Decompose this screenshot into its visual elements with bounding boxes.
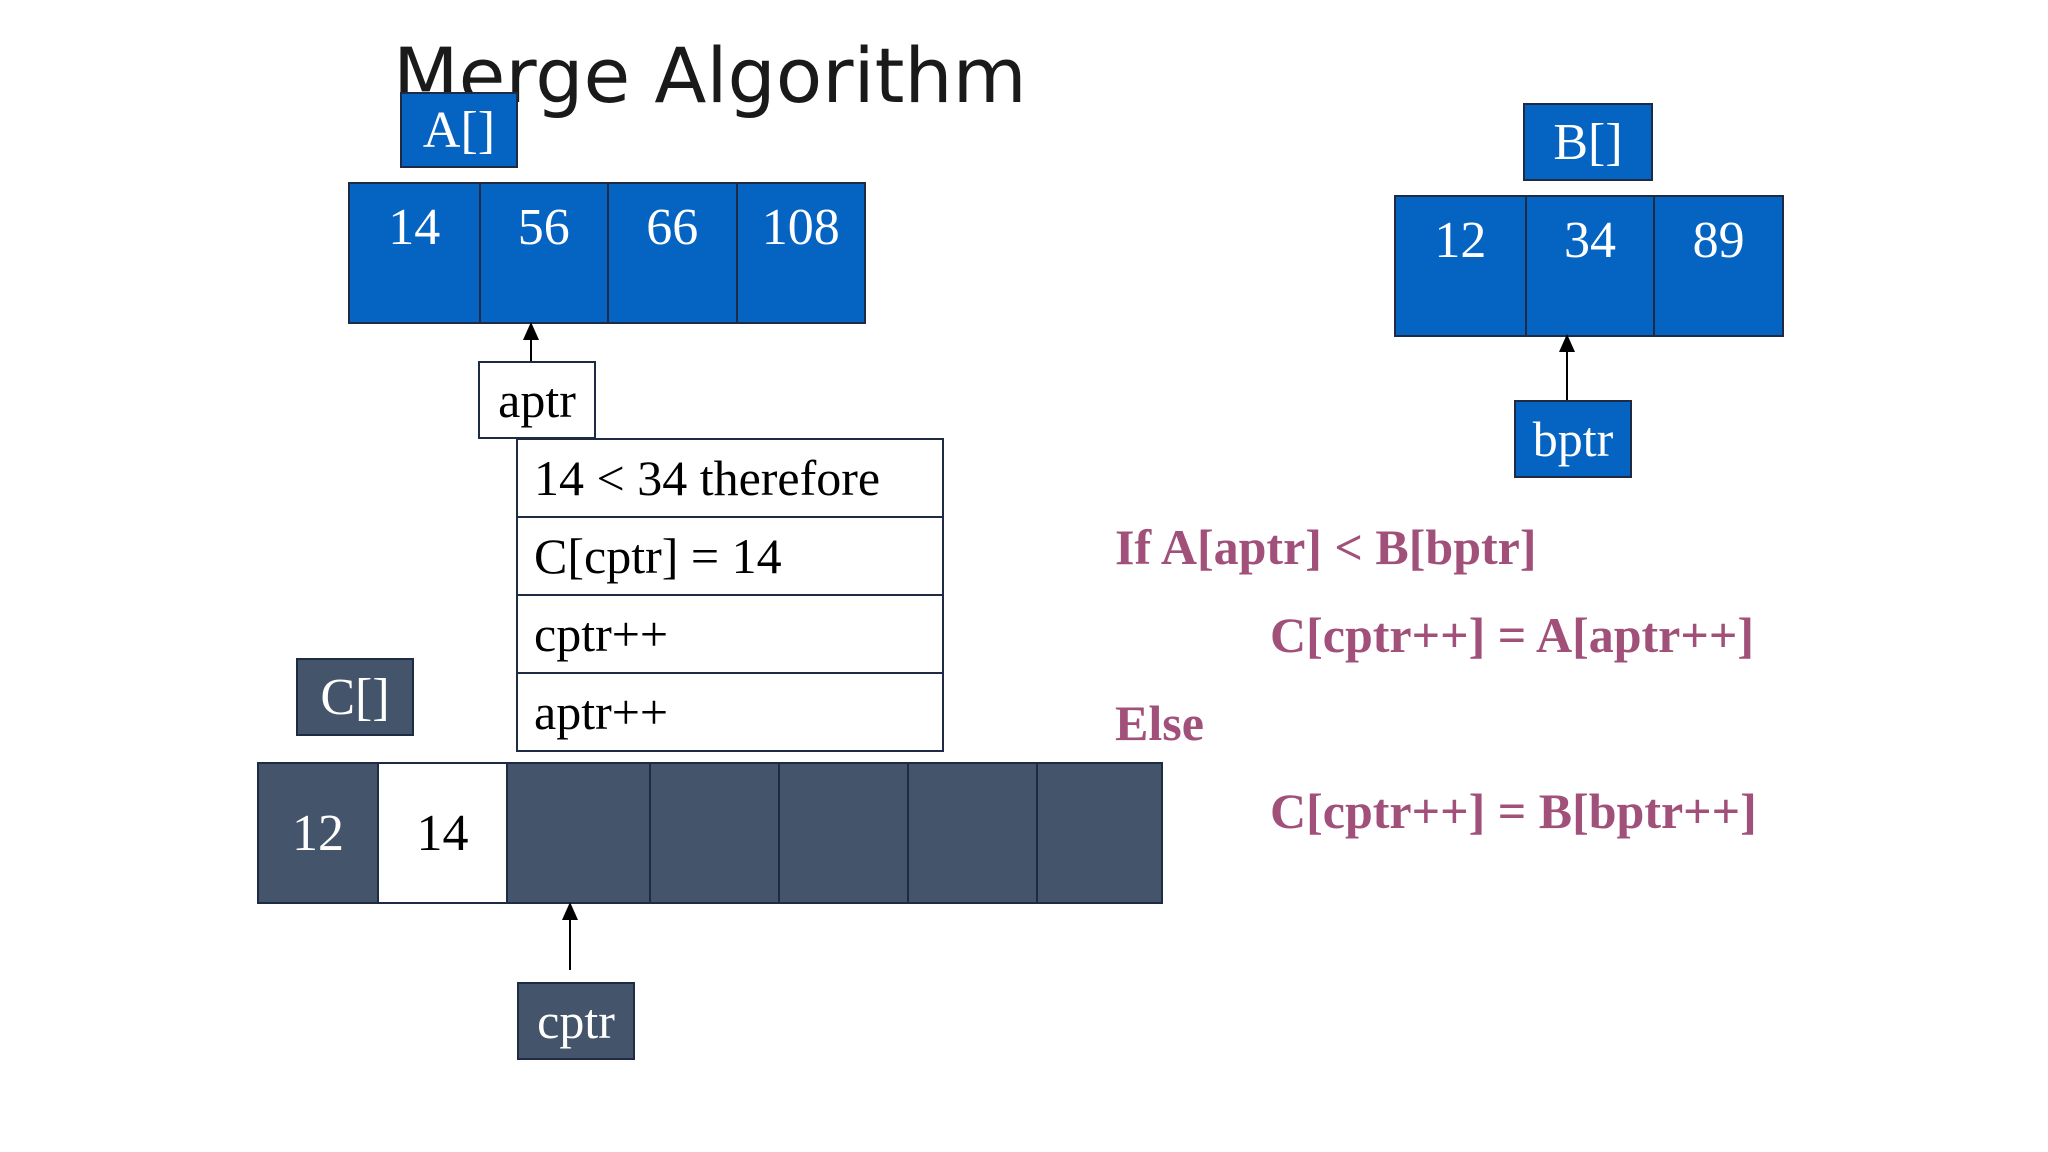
array-b-cell: 34: [1524, 197, 1654, 335]
array-c: 12 14: [257, 762, 1163, 904]
code-line-assign-a: C[cptr++] = A[aptr++]: [1270, 607, 1755, 663]
array-c-cell: [649, 764, 778, 902]
array-a-cell: 14: [350, 184, 479, 322]
array-a-cell: 66: [607, 184, 736, 322]
step-row: cptr++: [518, 596, 942, 674]
bptr-box: bptr: [1514, 400, 1632, 478]
array-b: 12 34 89: [1394, 195, 1784, 337]
aptr-box: aptr: [478, 361, 596, 439]
array-c-cell: [907, 764, 1036, 902]
array-b-cell: 12: [1396, 197, 1525, 335]
array-b-label: B[]: [1523, 103, 1653, 181]
code-line-if: If A[aptr] < B[bptr]: [1115, 519, 1537, 575]
array-a: 14 56 66 108: [348, 182, 866, 324]
array-c-cell: [506, 764, 649, 902]
array-a-label: A[]: [400, 92, 518, 168]
array-c-cell-current: 14: [377, 764, 506, 902]
code-line-assign-b: C[cptr++] = B[bptr++]: [1270, 783, 1757, 839]
array-c-cell: 12: [259, 764, 377, 902]
cptr-box: cptr: [517, 982, 635, 1060]
step-list: 14 < 34 therefore C[cptr] = 14 cptr++ ap…: [516, 438, 944, 752]
step-row: aptr++: [518, 674, 942, 752]
array-c-cell: [1036, 764, 1161, 902]
step-row: C[cptr] = 14: [518, 518, 942, 596]
array-b-cell: 89: [1653, 197, 1782, 335]
step-row: 14 < 34 therefore: [518, 440, 942, 518]
array-c-cell: [778, 764, 907, 902]
array-a-cell: 56: [478, 184, 607, 322]
code-line-else: Else: [1115, 695, 1204, 751]
array-c-label: C[]: [296, 658, 414, 736]
array-a-cell: 108: [735, 184, 864, 322]
